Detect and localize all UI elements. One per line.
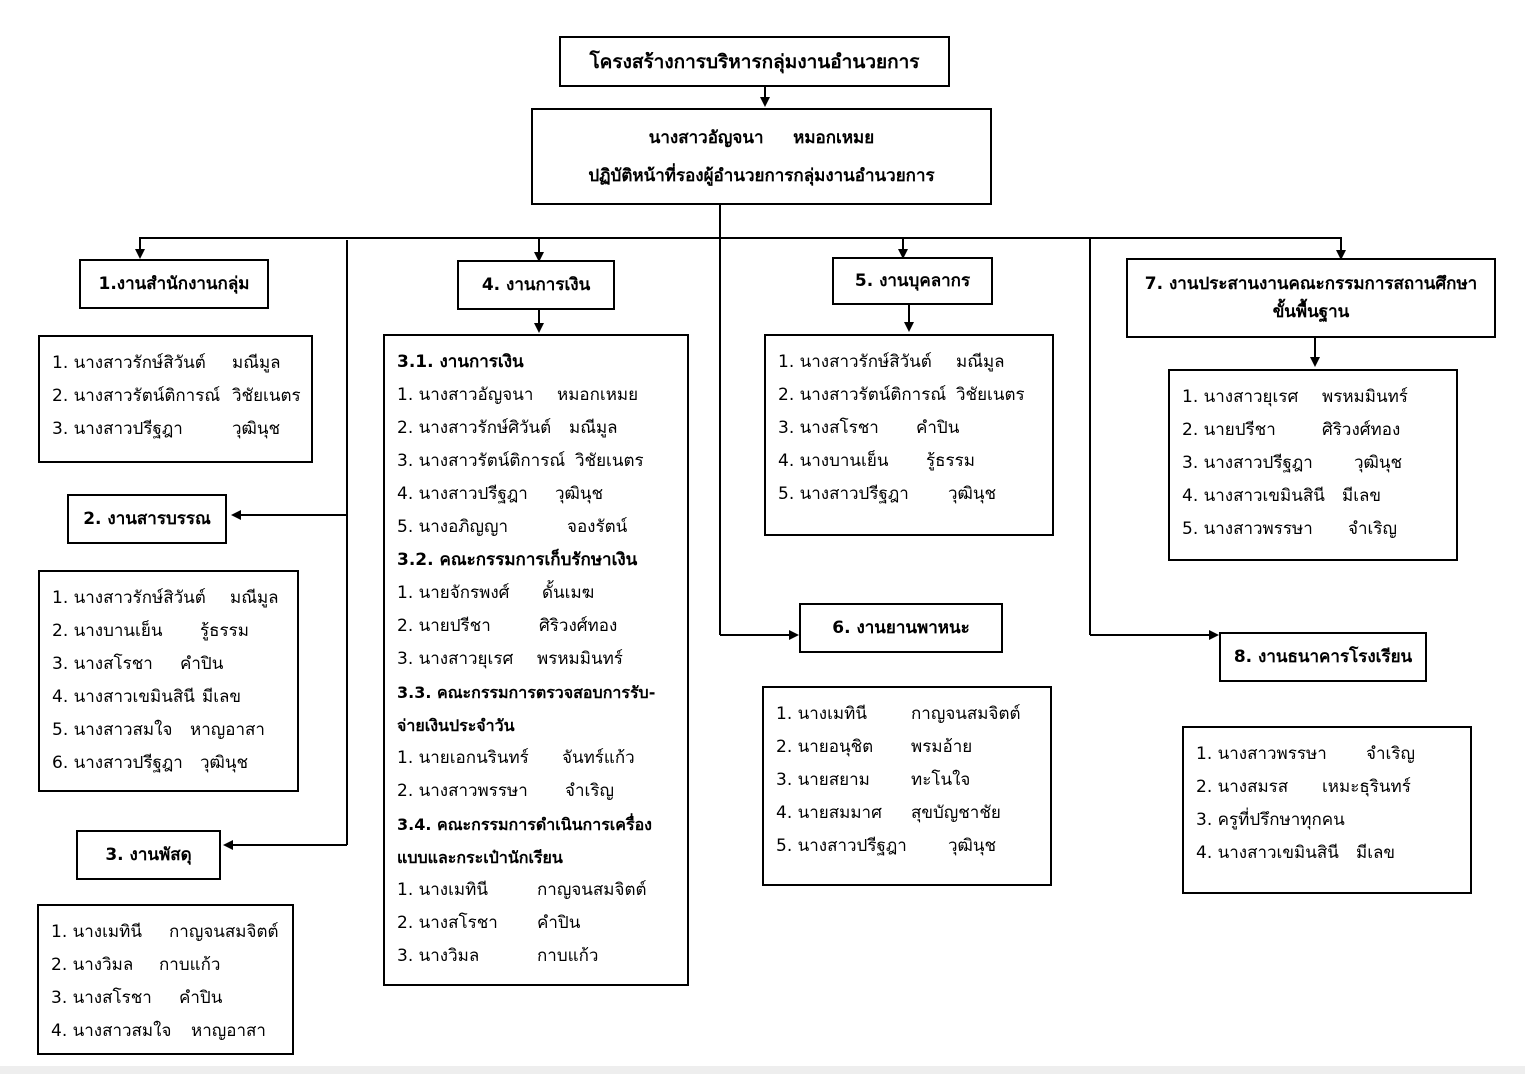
list-item: 4. นางสาวเขมินสินีมีเลข [1196, 843, 1396, 863]
list-item: 3. นางสาวยุเรศพรหมมินทร์ [397, 649, 623, 669]
section-heading: 3.4. คณะกรรมการดำเนินการเครื่องแบบและกระ… [397, 815, 652, 867]
list-item: 2. นางสาวพรรษาจำเริญ [397, 781, 614, 801]
unit-5-title: 5. งานบุคลากร [854, 271, 971, 291]
unit-8-member-list: 1. นางสาวพรรษาจำเริญ 2. นางสมรสเหมะธุริน… [1182, 726, 1472, 894]
list-item: 5. นางสาวสมใจหาญอาสา [52, 720, 265, 740]
list-item: 3. นางสโรชาคำปิน [52, 654, 224, 674]
list-item: 1. นางเมทินีกาญจนสมจิตต์ [776, 704, 1021, 724]
unit-7-member-list: 1. นางสาวยุเรศพรหมมินทร์ 2. นายปรีชาศิริ… [1168, 369, 1458, 561]
list-item: 5. นางสาวพรรษาจำเริญ [1182, 519, 1397, 539]
unit-2-title-box: 2. งานสารบรรณ [67, 494, 227, 544]
bottom-edge [0, 1066, 1525, 1074]
list-item: 1. นายจักรพงศ์ดั้นเมฆ [397, 583, 595, 603]
list-item: 5. นางอภิญญาจองรัตน์ [397, 517, 628, 537]
list-item: 2. นายอนุชิตพรมอ้าย [776, 737, 973, 757]
unit-2-member-list: 1. นางสาวรักษ์สิวันต์มณีมูล 2. นางบานเย็… [38, 570, 299, 792]
unit-3-member-list: 1. นางเมทินีกาญจนสมจิตต์ 2. นางวิมลกาบแก… [37, 904, 294, 1055]
list-item: 2. นางสมรสเหมะธุรินทร์ [1196, 777, 1411, 797]
list-item: 2. นางสาวรัตน์ติการณ์วิชัยเนตร [778, 385, 1025, 405]
unit-8-title-box: 8. งานธนาคารโรงเรียน [1219, 632, 1427, 682]
list-item: 2. นางวิมลกาบแก้ว [51, 955, 221, 975]
section-heading: 3.2. คณะกรรมการเก็บรักษาเงิน [397, 550, 638, 570]
list-item: 1. นางเมทินีกาญจนสมจิตต์ [397, 880, 647, 900]
list-item: 2. นางสโรชาคำปิน [397, 913, 581, 933]
list-item: 3. นางสโรชาคำปิน [51, 988, 223, 1008]
unit-4-title: 4. งานการเงิน [481, 275, 591, 295]
list-item: 4. นางสาวสมใจหาญอาสา [51, 1021, 266, 1041]
list-item: 3. นายสยามทะโนใจ [776, 770, 971, 790]
list-item: 4. นางบานเย็นรู้ธรรม [778, 451, 975, 471]
unit-6-title-box: 6. งานยานพาหนะ [799, 603, 1003, 653]
section-heading: 3.3. คณะกรรมการตรวจสอบการรับ-จ่ายเงินประ… [397, 683, 656, 735]
chart-title: โครงสร้างการบริหารกลุ่มงานอำนวยการ [589, 50, 920, 73]
list-item: 2. นางสาวรักษ์ศิวันต์มณีมูล [397, 418, 618, 438]
list-item: 2. นายปรีชาศิริวงศ์ทอง [397, 616, 618, 636]
unit-1-member-list: 1. นางสาวรักษ์สิวันต์มณีมูล 2. นางสาวรัต… [38, 335, 313, 463]
unit-2-title: 2. งานสารบรรณ [83, 509, 211, 529]
unit-6-member-list: 1. นางเมทินีกาญจนสมจิตต์ 2. นายอนุชิตพรม… [762, 686, 1052, 886]
head-position: ปฏิบัติหน้าที่รองผู้อำนวยการกลุ่มงานอำนว… [588, 165, 935, 186]
list-item: 6. นางสาวปรีฐฎาวุฒินุช [52, 753, 249, 773]
list-item: 3. ครูที่ปรึกษาทุกคน [1196, 810, 1345, 830]
list-item: 5. นางสาวปรีฐฎาวุฒินุช [778, 484, 997, 504]
list-item: 2. นายปรีชาศิริวงศ์ทอง [1182, 420, 1401, 440]
list-item: 3. นางสาวรัตน์ติการณ์วิชัยเนตร [397, 451, 644, 471]
unit-8-title: 8. งานธนาคารโรงเรียน [1233, 647, 1413, 667]
unit-7-title: 7. งานประสานงานคณะกรรมการสถานศึกษาขั้นพื… [1144, 274, 1478, 322]
unit-1-title: 1.งานสำนักงานกลุ่ม [98, 274, 250, 294]
unit-7-title-box: 7. งานประสานงานคณะกรรมการสถานศึกษาขั้นพื… [1126, 258, 1496, 338]
list-item: 1. นางสาวพรรษาจำเริญ [1196, 744, 1415, 764]
list-item: 1. นางสาวยุเรศพรหมมินทร์ [1182, 387, 1408, 407]
section-heading: 3.1. งานการเงิน [397, 352, 524, 372]
list-item: 3. นางสโรชาคำปิน [778, 418, 960, 438]
unit-6-title: 6. งานยานพาหนะ [832, 618, 970, 638]
unit-4-title-box: 4. งานการเงิน [457, 260, 615, 310]
head-box: นางสาวอัญจนา หมอกเหมย ปฏิบัติหน้าที่รองผ… [531, 108, 992, 205]
list-item: 2. นางบานเย็นรู้ธรรม [52, 621, 249, 641]
list-item: 3. นางวิมลกาบแก้ว [397, 946, 599, 966]
list-item: 4. นางสาวเขมินสินีมีเลข [52, 687, 242, 707]
list-item: 4. นางสาวเขมินสินีมีเลข [1182, 486, 1382, 506]
unit-3-title-box: 3. งานพัสดุ [76, 830, 221, 880]
list-item: 4. นางสาวปรีฐฎาวุฒินุช [397, 484, 604, 504]
unit-5-title-box: 5. งานบุคลากร [832, 257, 993, 305]
unit-4-member-list: 3.1. งานการเงิน 1. นางสาวอัญจนาหมอกเหมย … [383, 334, 689, 986]
list-item: 3. นางสาวปรีฐฎาวุฒินุช [52, 419, 281, 439]
chart-title-box: โครงสร้างการบริหารกลุ่มงานอำนวยการ [559, 36, 950, 87]
unit-1-title-box: 1.งานสำนักงานกลุ่ม [79, 259, 269, 309]
list-item: 5. นางสาวปรีฐฎาวุฒินุช [776, 836, 997, 856]
list-item: 1. นางสาวอัญจนาหมอกเหมย [397, 385, 639, 405]
list-item: 2. นางสาวรัตน์ติการณ์วิชัยเนตร [52, 386, 301, 406]
head-name: นางสาวอัญจนา หมอกเหมย [648, 127, 875, 148]
list-item: 1. นางเมทินีกาญจนสมจิตต์ [51, 922, 279, 942]
list-item: 3. นางสาวปรีฐฎาวุฒินุช [1182, 453, 1403, 473]
list-item: 1. นางสาวรักษ์สิวันต์มณีมูล [778, 352, 1005, 372]
list-item: 1. นางสาวรักษ์สิวันต์มณีมูล [52, 353, 281, 373]
unit-5-member-list: 1. นางสาวรักษ์สิวันต์มณีมูล 2. นางสาวรัต… [764, 334, 1054, 536]
unit-3-title: 3. งานพัสดุ [105, 845, 192, 865]
list-item: 4. นายสมมาศสุขบัญชาชัย [776, 803, 1001, 823]
list-item: 1. นายเอกนรินทร์จันทร์แก้ว [397, 748, 635, 768]
list-item: 1. นางสาวรักษ์สิวันต์มณีมูล [52, 588, 279, 608]
